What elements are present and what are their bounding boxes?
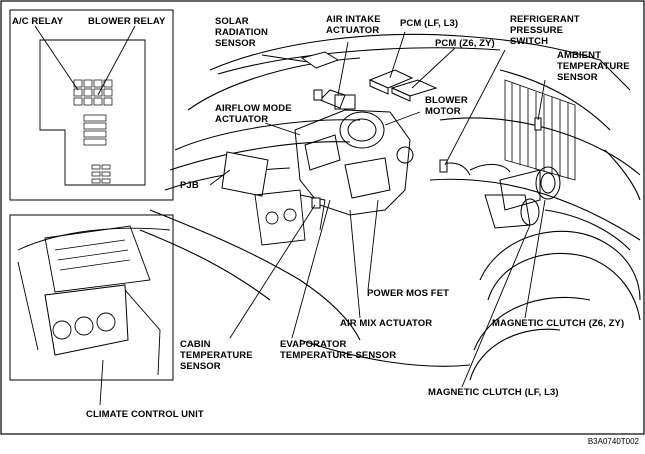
label-ac-relay: A/C RELAY	[12, 16, 64, 27]
label-refrigerant-pressure-switch: REFRIGERANT PRESSURE SWITCH	[510, 14, 580, 47]
label-blower-relay: BLOWER RELAY	[88, 16, 166, 27]
pjb-panel	[221, 151, 269, 197]
hvac-unit	[294, 89, 414, 216]
label-pcm-z6: PCM (Z6, ZY)	[435, 38, 495, 49]
label-climate-control-unit: CLIMATE CONTROL UNIT	[86, 409, 204, 420]
leader-lines	[34, 25, 546, 406]
condenser	[504, 79, 576, 181]
label-pjb: PJB	[180, 180, 199, 191]
label-cabin-temperature-sensor: CABIN TEMPERATURE SENSOR	[180, 339, 253, 372]
label-blower-motor: BLOWER MOTOR	[425, 95, 468, 117]
label-evaporator-temperature-sensor: EVAPORATOR TEMPERATURE SENSOR	[280, 339, 397, 361]
relay-box-inset	[9, 9, 174, 201]
label-magnetic-clutch-z6: MAGNETIC CLUTCH (Z6, ZY)	[492, 318, 625, 329]
climate-control-inset	[9, 214, 174, 381]
label-solar-radiation-sensor: SOLAR RADIATION SENSOR	[215, 16, 268, 49]
figure-code: B3A0740T002	[587, 437, 639, 446]
center-stack	[254, 189, 326, 246]
label-magnetic-clutch-lf: MAGNETIC CLUTCH (LF, L3)	[428, 387, 559, 398]
label-pcm-lf: PCM (LF, L3)	[400, 18, 459, 29]
label-airflow-mode-actuator: AIRFLOW MODE ACTUATOR	[215, 103, 292, 125]
label-ambient-temperature-sensor: AMBIENT TEMPERATURE SENSOR	[557, 50, 630, 83]
label-air-mix-actuator: AIR MIX ACTUATOR	[340, 318, 433, 329]
label-air-intake-actuator: AIR INTAKE ACTUATOR	[326, 14, 381, 36]
pcm-boxes	[300, 51, 438, 102]
label-power-mos-fet: POWER MOS FET	[367, 288, 450, 299]
vehicle-outline	[139, 33, 641, 381]
